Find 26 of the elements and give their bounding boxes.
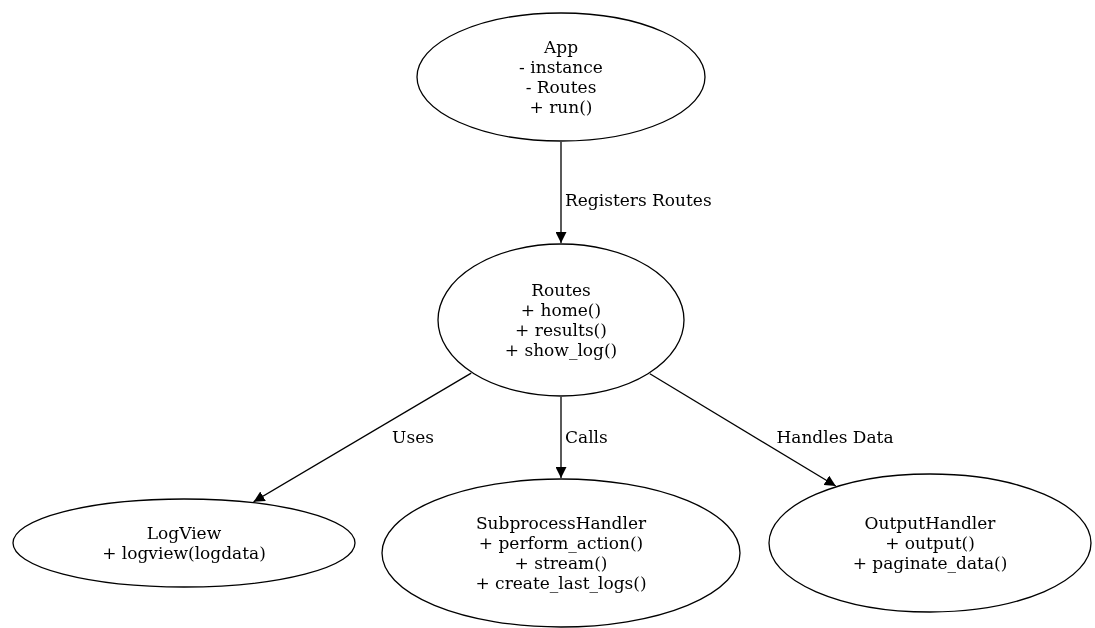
class-ellipse <box>437 243 685 397</box>
class-member: + run() <box>529 97 593 117</box>
arrow <box>649 373 837 487</box>
class-member: + stream() <box>514 553 608 573</box>
class-name: LogView <box>146 523 222 543</box>
class-member: + logview(logdata) <box>102 543 266 563</box>
class-member: + paginate_data() <box>852 553 1008 573</box>
class-member: + perform_action() <box>478 533 644 553</box>
class-member: + home() <box>520 300 602 320</box>
class-member: - instance <box>519 57 603 77</box>
arrow <box>252 372 472 503</box>
class-name: OutputHandler <box>864 513 996 533</box>
class-name: SubprocessHandler <box>475 513 647 533</box>
class-ellipse <box>12 498 356 588</box>
class-name: Routes <box>531 280 591 300</box>
class-name: App <box>543 37 578 57</box>
class-member: + output() <box>885 533 975 553</box>
class-ellipse <box>768 473 1092 613</box>
arrow <box>555 141 567 244</box>
arrow <box>555 396 567 479</box>
class-member: + show_log() <box>504 340 618 360</box>
class-member: - Routes <box>525 77 597 97</box>
class-member: + create_last_logs() <box>475 573 647 593</box>
class-ellipse <box>381 478 741 628</box>
class-ellipse <box>416 12 706 142</box>
class-member: + results() <box>515 320 607 340</box>
